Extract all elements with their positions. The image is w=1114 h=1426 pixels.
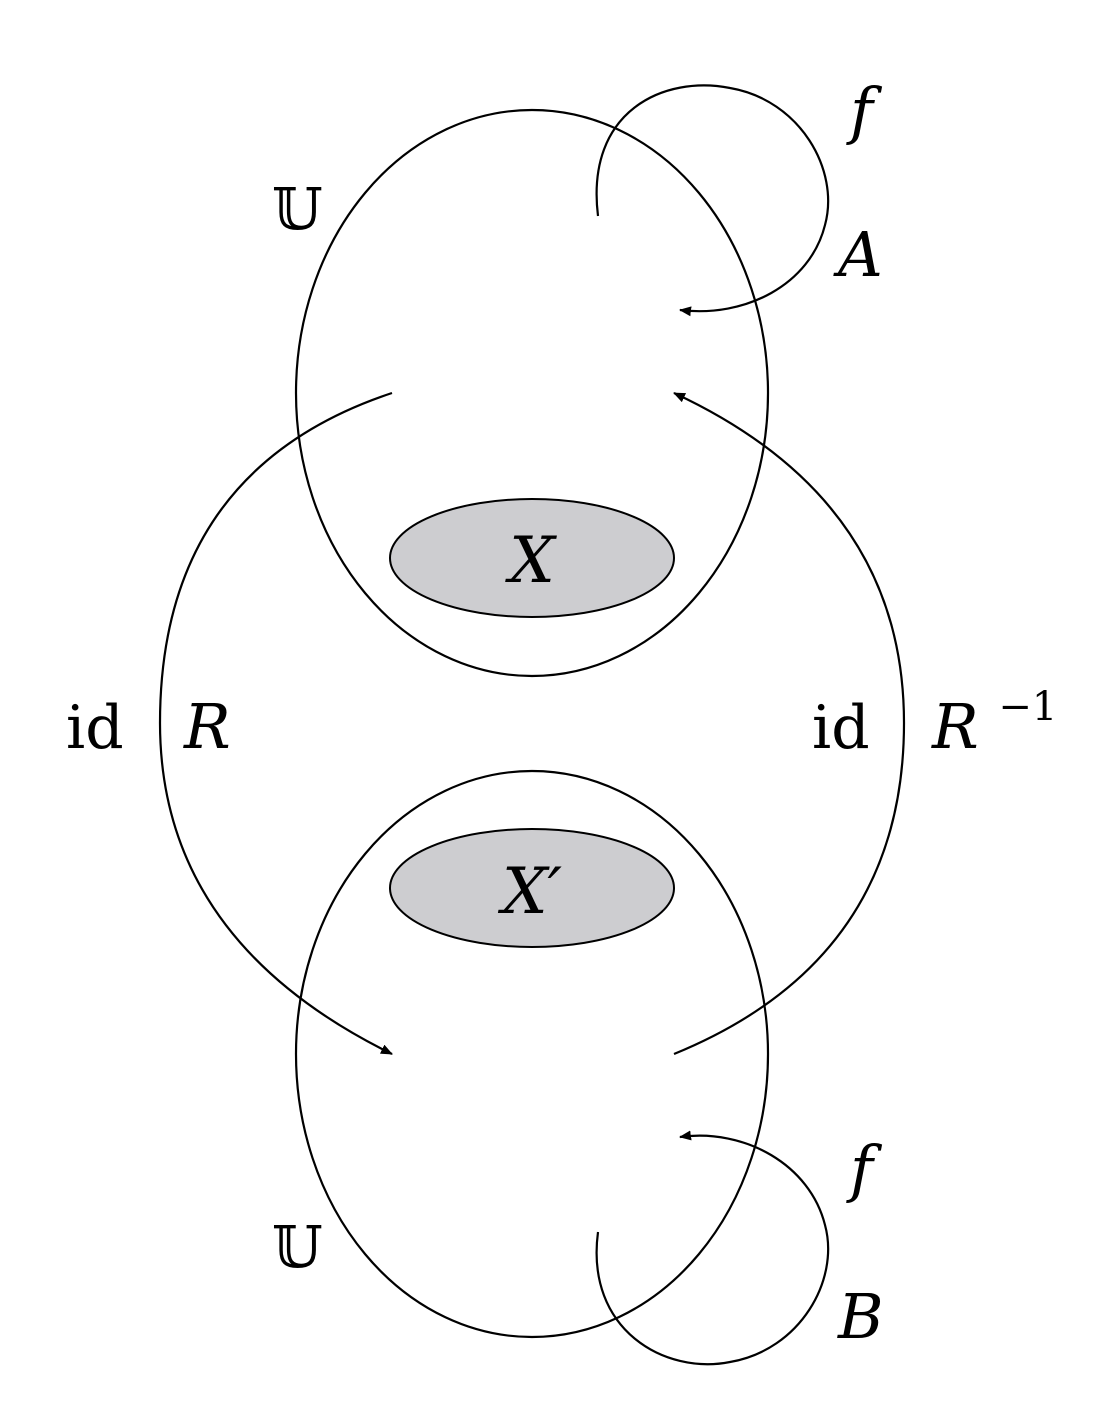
- bottom-self-loop-arrow: [595, 1130, 830, 1366]
- subset-x-prime-blob: [389, 828, 675, 948]
- top-self-loop-arrow: [595, 84, 830, 317]
- subset-x-label: X: [504, 524, 557, 598]
- right-mapping-arrow: [673, 392, 906, 1056]
- right-map-superscript: −1: [998, 684, 1057, 730]
- right-map-base: R: [931, 690, 979, 763]
- top-loop-set-label: A: [833, 218, 883, 291]
- top-loop-map-label: f: [846, 74, 883, 147]
- bottom-loop-map-label: f: [846, 1132, 883, 1205]
- subset-x-blob: [389, 498, 675, 618]
- right-id-label: id: [812, 693, 870, 763]
- bottom-universe-label: 𝕌: [272, 1213, 323, 1281]
- left-mapping-arrow: [158, 391, 393, 1055]
- top-universe: [294, 108, 770, 678]
- top-universe-ellipse: [294, 108, 770, 678]
- right-map-label: R −1: [931, 684, 1057, 763]
- subset-x-prime-label: X′: [497, 855, 563, 929]
- bottom-universe-ellipse: [294, 769, 770, 1339]
- top-universe-label: 𝕌: [272, 175, 323, 243]
- left-id-label: id: [66, 693, 124, 763]
- left-map-label: R: [183, 690, 231, 763]
- bottom-universe: [294, 769, 770, 1339]
- bottom-loop-set-label: B: [837, 1280, 884, 1353]
